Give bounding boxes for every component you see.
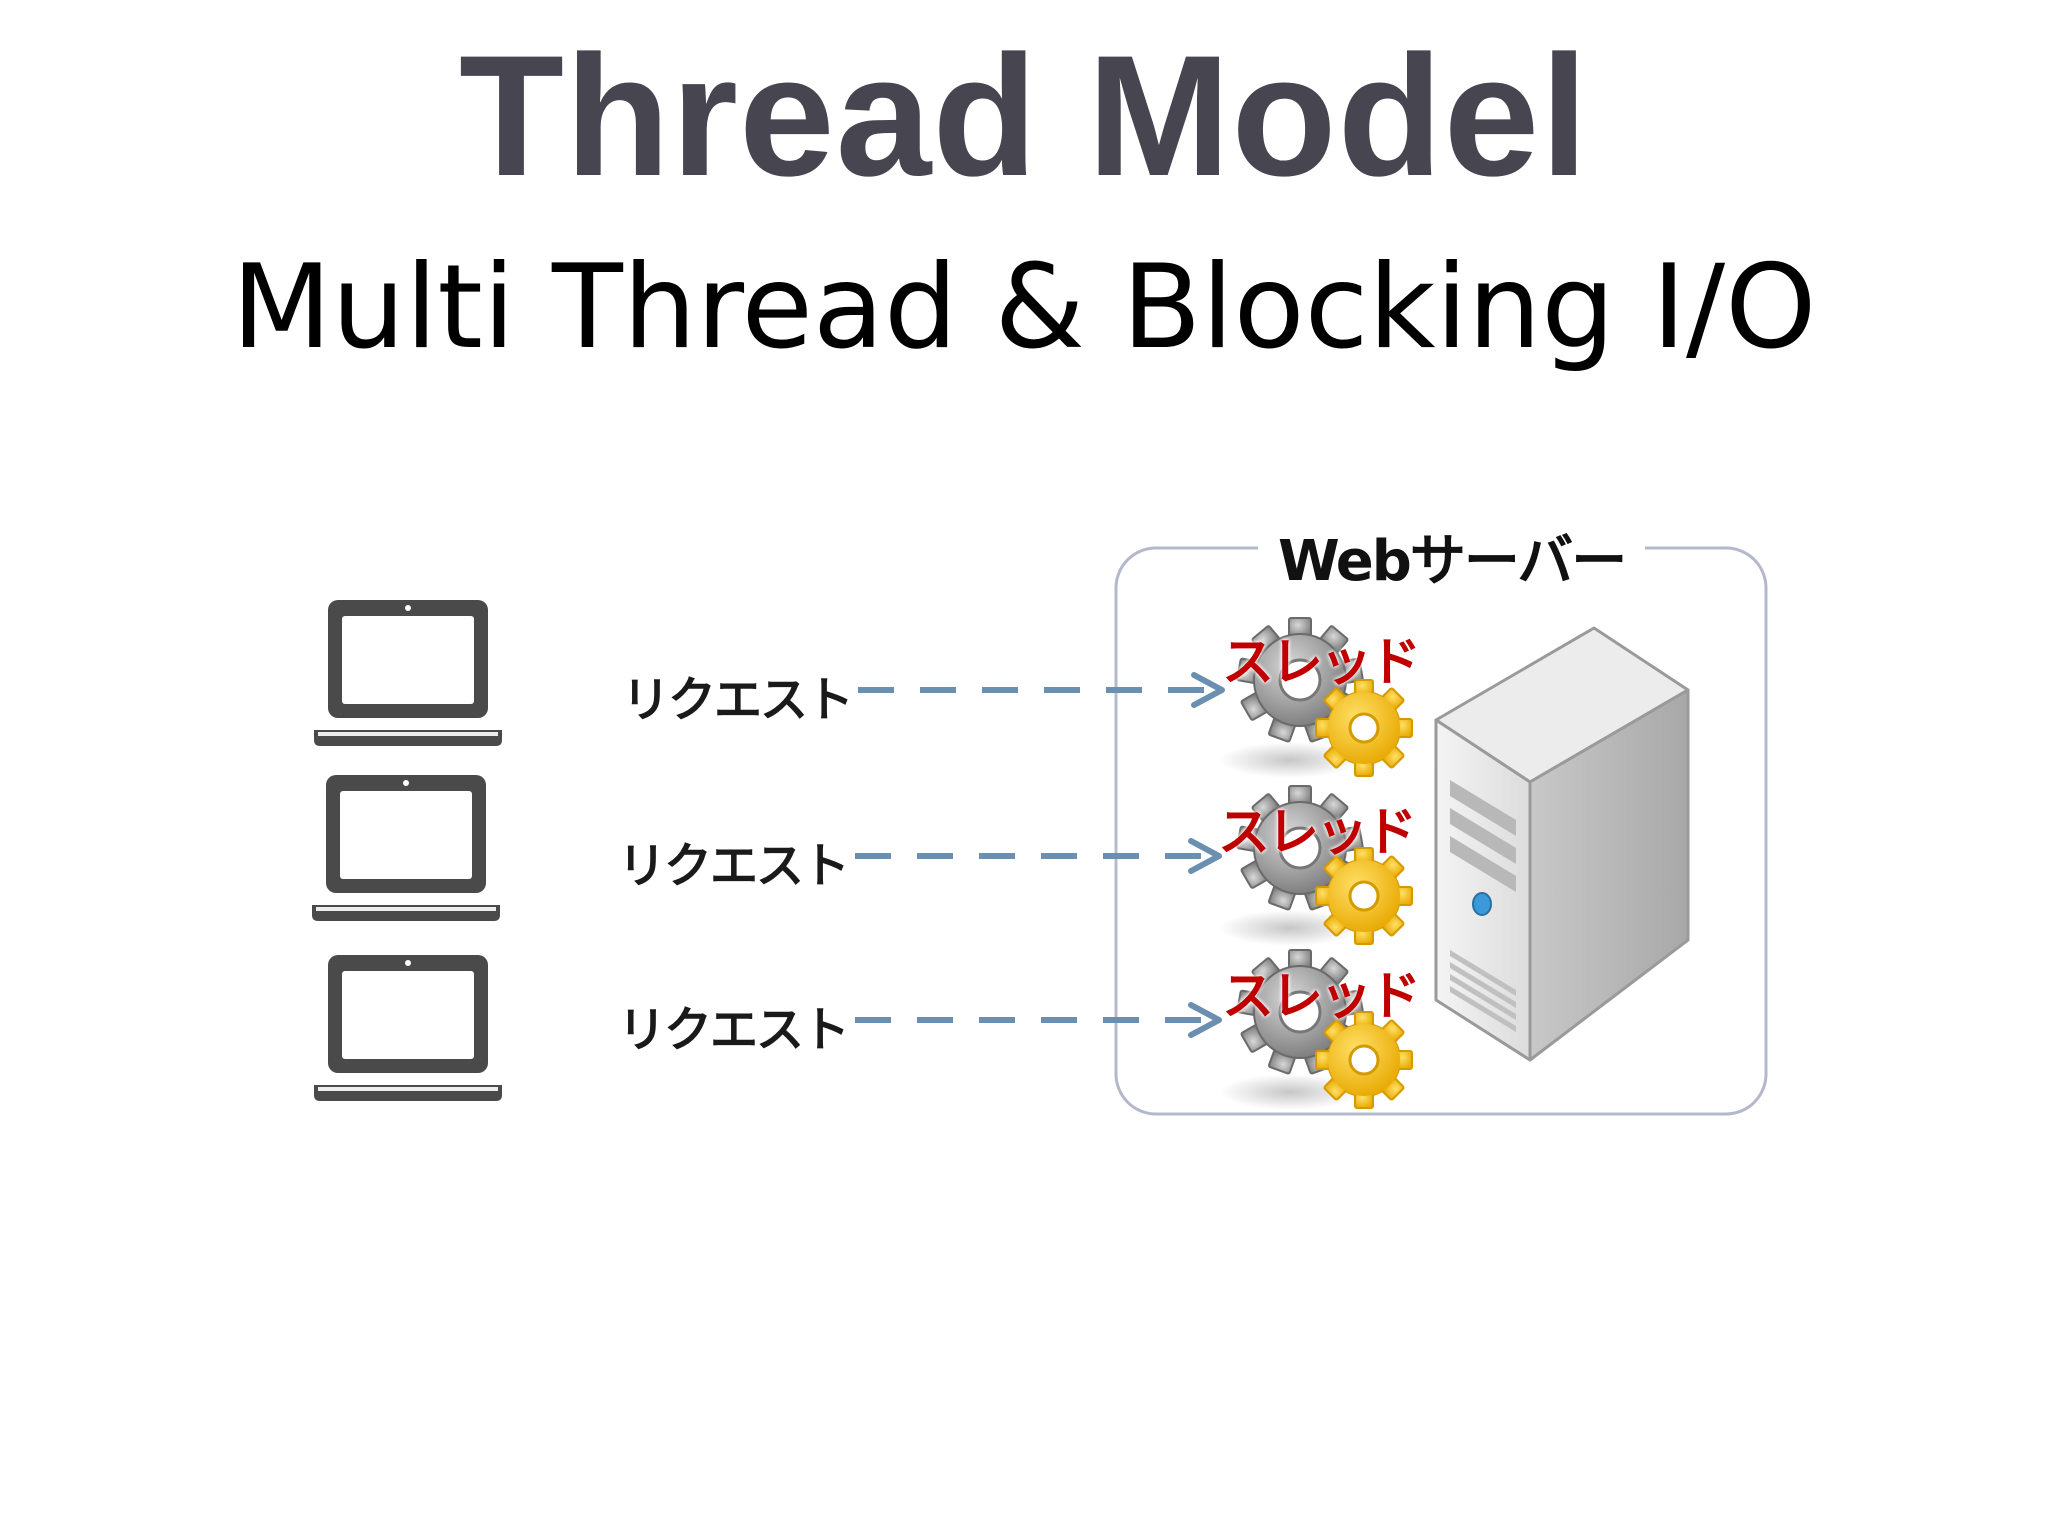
slide-title: Thread Model	[458, 20, 1590, 212]
thread-label: スレッド	[1222, 633, 1421, 693]
thread-gear-icon	[1220, 784, 1414, 946]
server-tower-icon	[1434, 626, 1690, 1062]
thread-label: スレッド	[1222, 967, 1421, 1027]
slide-subtitle: Multi Thread & Blocking I/O	[231, 240, 1817, 375]
request-label: リクエスト	[618, 1002, 850, 1058]
thread-gear-icon	[1220, 948, 1414, 1110]
laptop-icon	[314, 600, 502, 746]
request-label: リクエスト	[618, 838, 850, 894]
thread-gear-icon	[1220, 616, 1414, 778]
request-label: リクエスト	[622, 672, 854, 728]
web-server-label: Webサーバー	[1258, 516, 1646, 597]
request-arrow	[855, 838, 1222, 874]
request-arrow	[858, 672, 1225, 708]
thread-label: スレッド	[1218, 803, 1417, 863]
request-arrow	[855, 1002, 1222, 1038]
laptop-icon	[314, 955, 502, 1101]
laptop-icon	[312, 775, 500, 921]
